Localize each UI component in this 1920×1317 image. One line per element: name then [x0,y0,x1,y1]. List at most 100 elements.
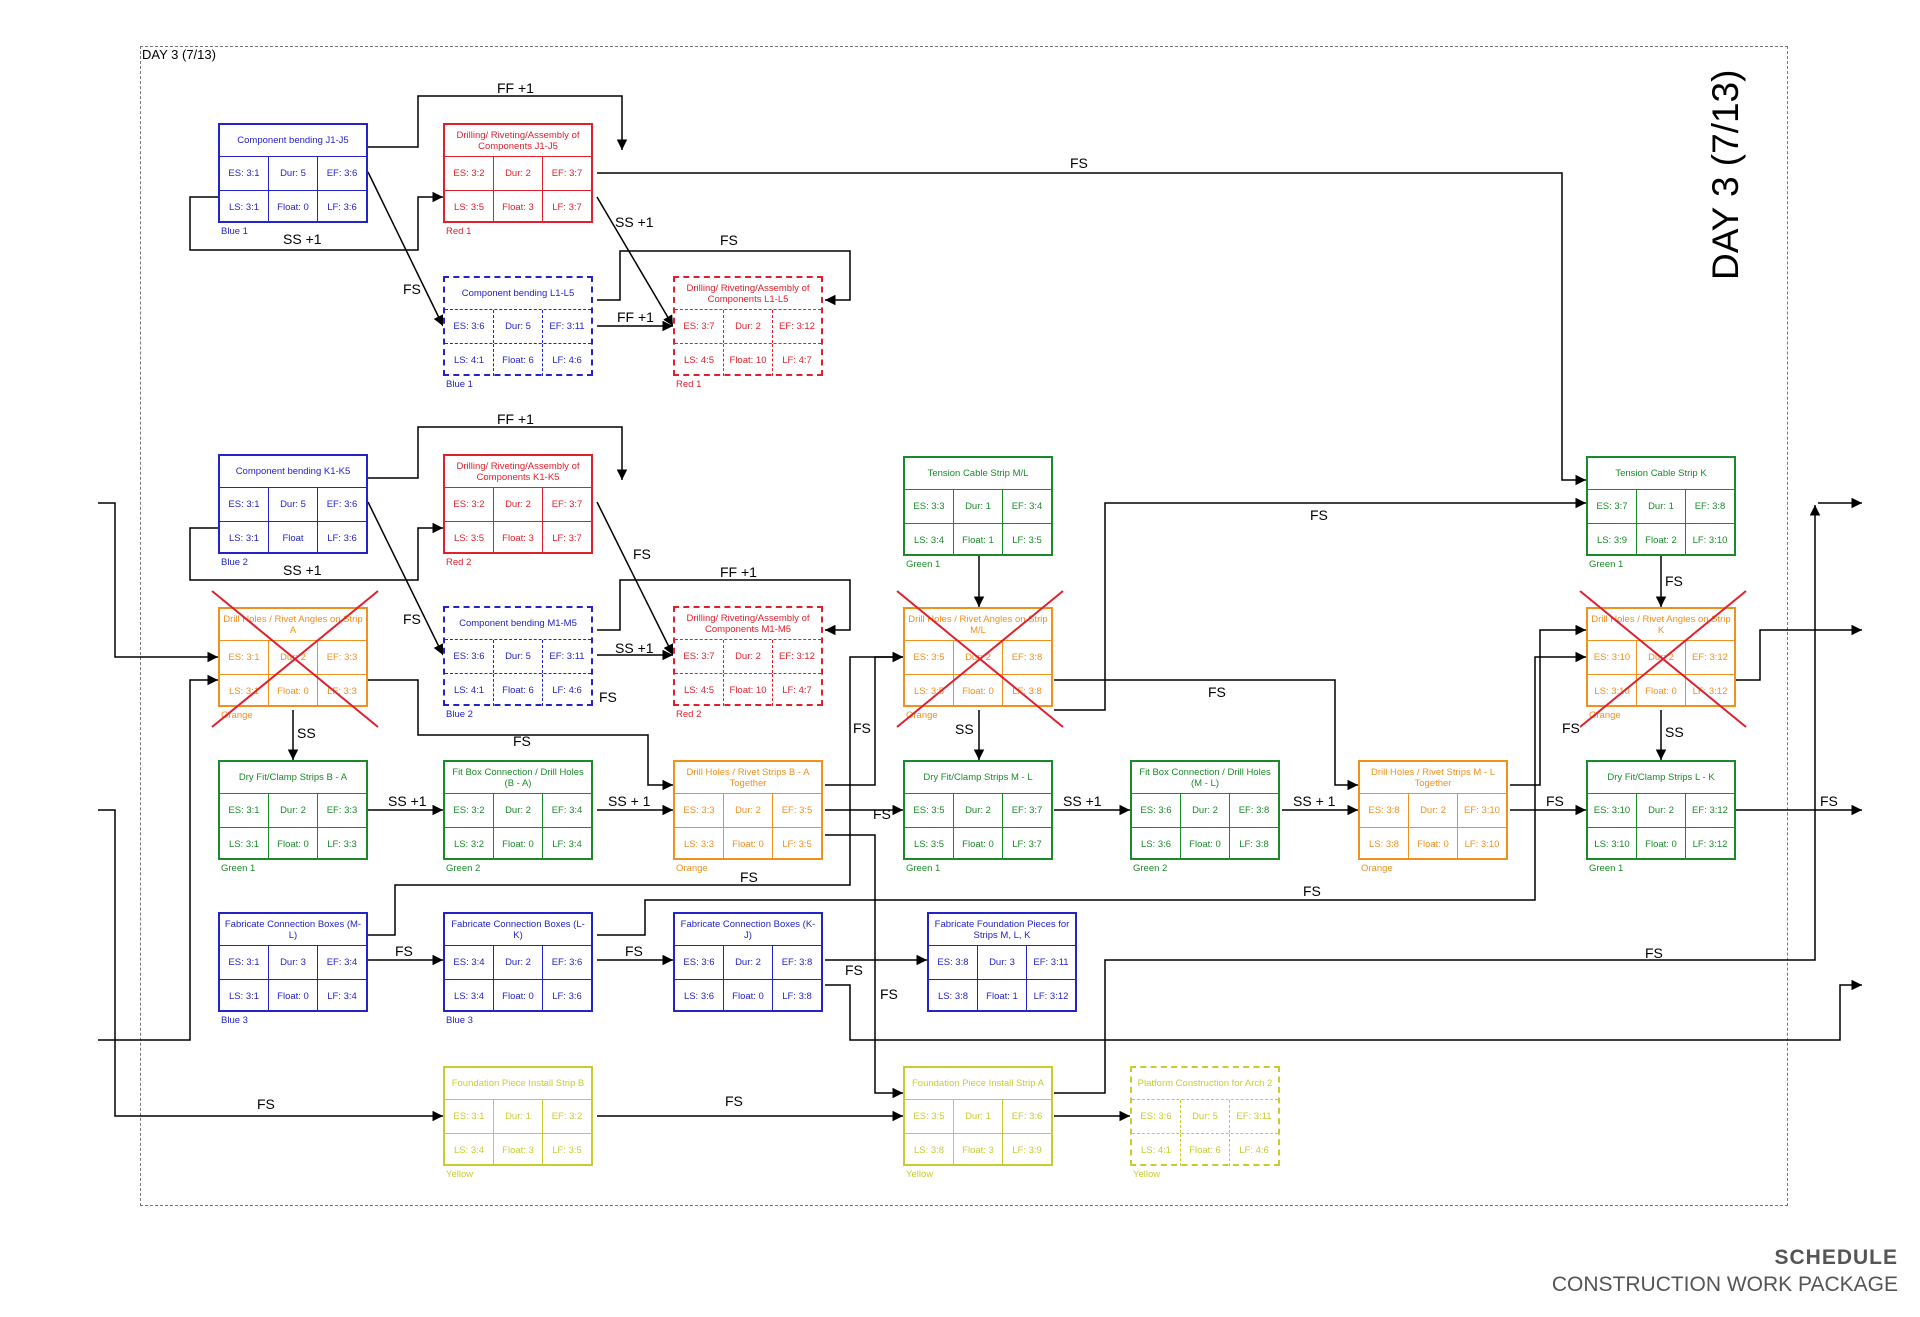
late-finish: LF: 3:4 [317,980,366,1012]
crew-label: Red 2 [676,709,702,720]
frame-label: DAY 3 (7/13) [142,47,216,62]
late-finish: LF: 3:6 [542,980,591,1012]
activity-node: Drilling/ Riveting/Assembly of Component… [673,276,823,390]
cancelled-cross-icon [211,590,379,728]
float: Float: 10 [723,674,772,706]
activity-node: Drilling/ Riveting/Assembly of Component… [673,606,823,720]
early-finish: EF: 3:8 [1685,490,1734,523]
activity-title: Drill Holes / Rivet Strips B - A Togethe… [675,762,821,794]
float: Float: 3 [493,1134,542,1166]
late-start: LS: 3:3 [683,838,715,850]
late-start: LS: 3:4 [453,1144,485,1156]
link-n6-n8-fs [596,501,674,656]
link-label: FS [1645,945,1663,961]
late-finish: LF: 3:12 [1685,675,1734,707]
crew-label: Yellow [1133,1169,1161,1180]
float: Float: 10 [723,344,772,376]
float: Float: 0 [1636,675,1685,707]
late-finish: LF: 3:4 [542,828,591,860]
late-finish: LF: 4:7 [772,674,821,706]
link-label: FS [873,806,891,822]
early-finish: EF: 3:7 [1002,794,1051,827]
late-finish: LF: 4:6 [542,344,591,376]
link-label: FS [725,1093,743,1109]
late-finish: LF: 3:12 [1026,980,1075,1012]
link-n9-n16-fs [368,679,673,791]
late-start: LS: 3:1 [228,990,260,1002]
early-start: ES: 3:7 [683,321,715,332]
early-finish: EF: 3:2 [542,1100,591,1133]
early-finish: EF: 3:7 [542,488,591,521]
link-label: FF +1 [720,564,757,580]
early-finish: EF: 3:12 [1685,794,1734,827]
float: Float: 0 [268,980,317,1012]
link-n2-n12-fs [597,172,1586,486]
late-start: LS: 3:8 [1368,838,1400,850]
early-finish: EF: 3:3 [317,794,366,827]
link-n3-n4-ff [597,250,851,306]
late-start: LS: 3:5 [913,685,945,697]
late-start: LS: 3:4 [913,534,945,546]
link-label: FS [1310,507,1328,523]
activity-title: Dry Fit/Clamp Strips L - K [1588,762,1734,794]
float: Float: 6 [493,674,542,706]
early-start: ES: 3:7 [683,651,715,662]
link-label: FS [740,869,758,885]
crew-label: Blue 2 [221,557,248,568]
activity-title: Tension Cable Strip K [1588,458,1734,490]
duration: Dur: 2 [1180,794,1229,827]
early-start: ES: 3:1 [228,499,260,510]
float: Float: 0 [268,675,317,707]
activity-node: Drill Holes / Rivet Strips B - A Togethe… [673,760,823,874]
late-finish: LF: 3:3 [317,675,366,707]
duration: Dur: 5 [268,488,317,521]
float: Float: 0 [953,675,1002,707]
late-start: LS: 3:5 [453,532,485,544]
activity-title: Fabricate Connection Boxes (M-L) [220,914,366,946]
late-finish: LF: 3:3 [317,828,366,860]
duration: Dur: 2 [953,794,1002,827]
crew-label: Yellow [446,1169,474,1180]
crew-label: Green 2 [446,863,481,874]
duration: Dur: 1 [1636,490,1685,523]
late-start: LS: 3:1 [228,685,260,697]
late-finish: LF: 3:7 [542,522,591,554]
late-finish: LF: 4:6 [542,674,591,706]
late-finish: LF: 4:7 [772,344,821,376]
early-start: ES: 3:2 [453,805,485,816]
early-start: ES: 3:10 [1593,805,1631,816]
early-start: ES: 3:3 [683,805,715,816]
link-label: SS +1 [283,562,322,578]
link-label: FS [625,943,643,959]
late-finish: LF: 3:7 [542,191,591,223]
early-start: ES: 3:5 [913,805,945,816]
activity-title: Component bending K1-K5 [220,456,366,488]
link-label: FS [1546,793,1564,809]
link-label: FS [513,733,531,749]
float: Float: 0 [268,191,317,223]
early-finish: EF: 3:8 [772,946,821,979]
activity-title: Drilling/ Riveting/Assembly of Component… [675,608,821,640]
crew-label: Orange [221,710,253,721]
duration: Dur: 5 [268,157,317,190]
duration: Dur: 2 [723,794,772,827]
late-start: LS: 3:1 [228,201,260,213]
late-start: LS: 3:9 [1596,534,1628,546]
crew-label: Red 1 [446,226,472,237]
duration: Dur: 5 [1180,1100,1229,1133]
early-start: ES: 3:2 [453,499,485,510]
link-label: SS +1 [283,231,322,247]
activity-title: Fit Box Connection / Drill Holes (B - A) [445,762,591,794]
late-start: LS: 4:1 [453,684,485,696]
activity-title: Component bending J1-J5 [220,125,366,157]
link-n1-n2-ss [189,191,443,251]
duration: Dur: 2 [493,488,542,521]
crew-label: Green 1 [906,863,941,874]
footer-title: SCHEDULE [1774,1246,1898,1269]
early-start: ES: 3:1 [228,652,260,663]
early-start: ES: 3:1 [453,1111,485,1122]
float: Float: 1 [953,524,1002,556]
